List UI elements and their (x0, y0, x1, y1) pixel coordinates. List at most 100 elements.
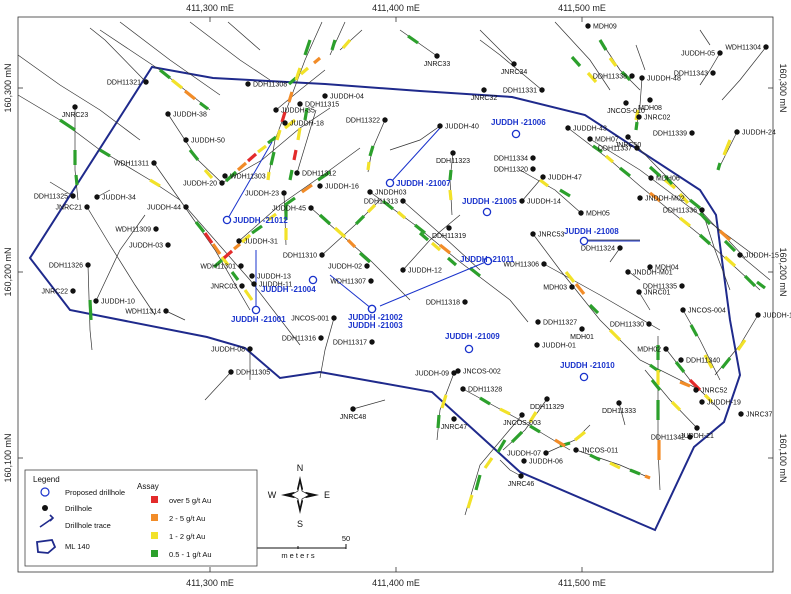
drillhole-label: JUDDH-23 (245, 191, 279, 198)
drillhole-trace (519, 169, 582, 214)
drillhole-trace (699, 52, 721, 86)
proposed-drillhole-marker (579, 236, 589, 246)
proposed-drillhole-label: JUDDH -21008 (564, 227, 619, 236)
assay-interval (440, 394, 448, 409)
compass-rose: N S W E (268, 463, 330, 529)
drillhole-label: WDH11306 (503, 262, 539, 269)
drillhole-collar (251, 281, 257, 287)
legend-lease-symbol (36, 539, 57, 554)
drillhole-collar (579, 326, 585, 332)
assay-interval (670, 400, 682, 412)
drillhole-label: DDH11320 (494, 167, 528, 174)
drillhole-collar (629, 73, 635, 79)
drillhole-label: DDH11339 (653, 131, 687, 138)
drillhole-collar (578, 210, 584, 216)
assay-interval (74, 174, 79, 186)
grid-ticks (18, 17, 773, 572)
drillhole-label: DDH11327 (543, 320, 577, 327)
assay-interval (220, 256, 230, 266)
drillhole-collar (331, 315, 337, 321)
proposed-drillhole-label: JUDDH -21010 (560, 361, 615, 370)
drillhole-trace (682, 309, 721, 381)
drillhole-collar (297, 101, 303, 107)
assay-interval (266, 171, 271, 181)
drillhole-label: JUDDH-01 (542, 343, 576, 350)
drillhole-label: JNRC53 (538, 232, 565, 239)
assay-interval (211, 243, 222, 255)
drillhole-trace (521, 179, 541, 202)
assay-interval (604, 154, 615, 164)
drillhole-collar (617, 245, 623, 251)
assay-interval (341, 38, 352, 50)
assay-interval (586, 71, 598, 84)
legend-proposed-symbol (40, 487, 50, 497)
drillhole-collar (322, 93, 328, 99)
assay-interval (212, 258, 224, 269)
assay-interval (564, 271, 576, 283)
drillhole-collar (85, 262, 91, 268)
proposed-drillhole-label: JUDDH -21009 (445, 332, 500, 341)
assay-interval (479, 396, 491, 406)
drillhole-trace (86, 206, 156, 316)
northing-label-left-3: 160,100 mN (3, 433, 13, 482)
drillhole-label: WDH11304 (725, 45, 761, 52)
drillhole-label: JUDDH-13 (257, 274, 291, 281)
legend-proposed-label: Proposed drillhole (65, 488, 125, 497)
drillhole-trace (721, 46, 767, 101)
assay-interval (318, 213, 332, 226)
assay-interval (414, 223, 426, 235)
northing-label-left-1: 160,300 mN (3, 63, 13, 112)
drillhole-collar (151, 160, 157, 166)
northing-label-right-1: 160,300 mN (778, 63, 788, 112)
drillhole-trace (352, 399, 386, 410)
drillhole-trace (618, 402, 626, 426)
drillhole-collar (763, 44, 769, 50)
drillhole-collar (165, 242, 171, 248)
drillhole-collar (273, 107, 279, 113)
drillhole-label: DDH11315 (305, 102, 339, 109)
drillhole-collar (93, 298, 99, 304)
drillhole-label: DDH11325 (34, 194, 68, 201)
assay-interval (368, 145, 375, 157)
assay-interval (159, 68, 171, 80)
drillhole-label: DDH11334 (494, 156, 528, 163)
drillhole-label: JNRC02 (644, 115, 671, 122)
assay-interval (609, 461, 621, 470)
assay-interval (598, 39, 608, 51)
assay-interval (299, 66, 310, 76)
drillhole-label: JNCOS-010 (607, 108, 645, 115)
drillhole-label: DDH11305 (236, 370, 270, 377)
drillhole-collar (369, 339, 375, 345)
assay-interval (251, 224, 263, 235)
assay-interval (358, 251, 372, 264)
legend-trace-symbol (39, 514, 55, 528)
assay-interval (559, 188, 571, 198)
drillhole-label: DDH11313 (364, 199, 398, 206)
scale-max-label: 50 (342, 534, 350, 543)
drillhole-label: JNRC50 (615, 142, 642, 149)
proposed-drillhole-marker (222, 215, 232, 225)
drillhole-collar (680, 307, 686, 313)
drillhole-collar (565, 125, 571, 131)
drillhole-collar (646, 321, 652, 327)
drillhole-label: DDH11331 (503, 88, 537, 95)
drillhole-trace (502, 398, 548, 451)
drillhole-trace (275, 69, 326, 111)
proposed-drillhole-label: JUDDH -21003 (348, 321, 403, 330)
assay-interval (284, 118, 296, 130)
drillhole-collar (317, 183, 323, 189)
drillhole-collar (165, 111, 171, 117)
legend: Legend Assay Proposed drillhole Drillhol… (24, 469, 258, 567)
drillhole-collar (72, 104, 78, 110)
drillhole-collar (637, 195, 643, 201)
assay-interval (243, 289, 254, 301)
northing-label-left-2: 160,200 mN (3, 247, 13, 296)
drillhole-collar (616, 400, 622, 406)
proposed-drillhole-marker (308, 275, 318, 285)
drillhole-label: JUDDH-07 (507, 451, 541, 458)
drillhole-label: JUDDH-04 (330, 94, 364, 101)
assay-interval (99, 148, 111, 158)
assay-interval (407, 34, 419, 45)
assay-interval (446, 256, 458, 267)
